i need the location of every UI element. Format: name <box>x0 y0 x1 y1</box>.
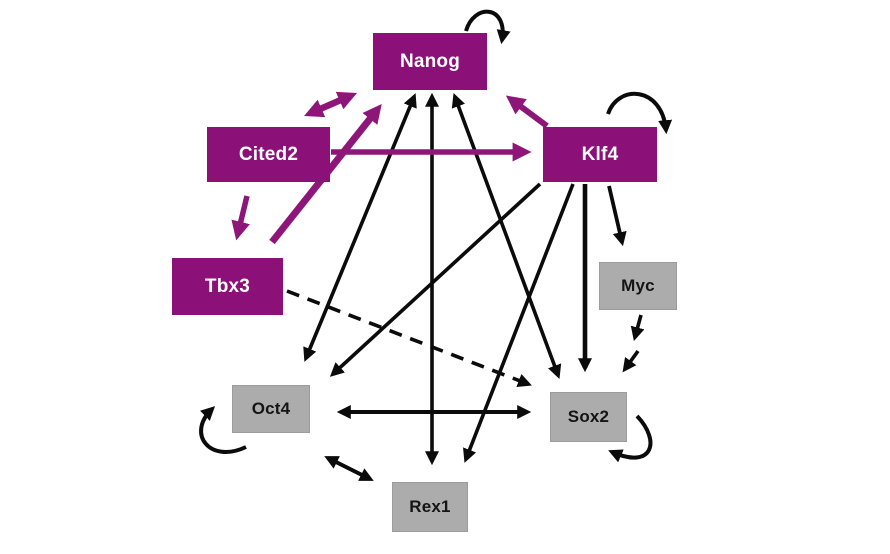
edge-klf4-self-loop <box>606 91 673 135</box>
node-rex1: Rex1 <box>392 482 468 532</box>
edge-klf4-nanog-arrow <box>505 95 549 129</box>
node-myc: Myc <box>599 262 677 310</box>
edge-myc-sox2-dashed-arrow-segment-1 <box>630 314 645 342</box>
node-cited2: Cited2 <box>207 127 330 182</box>
edge-cited2-nanog-bidirectional <box>304 91 357 118</box>
edge-sox2-self-loop <box>608 414 653 463</box>
edge-myc-sox2-dashed-arrow-segment-2 <box>622 349 640 373</box>
node-tbx3: Tbx3 <box>172 258 283 315</box>
node-sox2: Sox2 <box>550 392 627 442</box>
edge-nanog-self-loop <box>464 9 511 45</box>
edge-oct4-self-loop <box>199 406 247 454</box>
node-nanog: Nanog <box>373 33 487 90</box>
edge-klf4-myc-arrow <box>607 185 627 247</box>
edge-nanog-sox2-bidirectional <box>451 93 562 379</box>
node-klf4: Klf4 <box>543 127 657 182</box>
edge-cited2-tbx3-arrow <box>231 195 250 241</box>
edge-klf4-oct4-arrow <box>329 182 542 377</box>
node-oct4: Oct4 <box>232 385 310 433</box>
edge-nanog-oct4-bidirectional <box>303 93 417 362</box>
edge-oct4-rex1-bidirectional <box>324 456 374 481</box>
